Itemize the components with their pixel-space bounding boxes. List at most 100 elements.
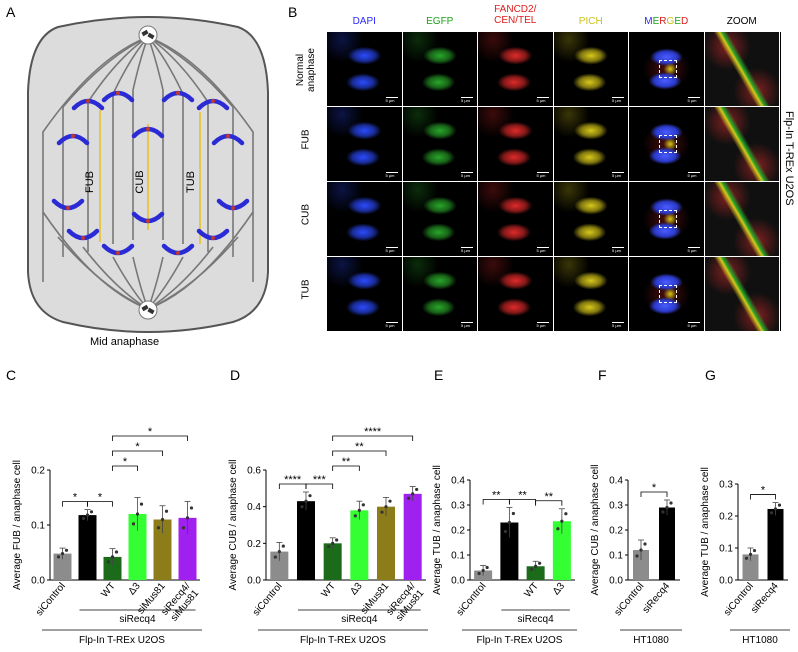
micrograph-1-4: 5 µm (629, 107, 704, 181)
bar-label: siControl (251, 581, 285, 618)
bar (526, 566, 545, 580)
data-point (538, 561, 542, 565)
bar (403, 493, 422, 580)
scale-bar-line (461, 97, 473, 98)
micrograph-2-5 (704, 182, 779, 256)
scale-bar: 5 µm (612, 97, 624, 103)
merged-letter: E (652, 16, 660, 27)
y-tick-label: 0.3 (451, 501, 465, 512)
scale-bar-line (612, 97, 624, 98)
scale-bar-line (536, 172, 549, 173)
significance-bracket (305, 483, 334, 489)
scale-bar-text: 5 µm (385, 173, 395, 178)
data-point (56, 555, 61, 559)
bar (500, 522, 519, 580)
significance-bracket (508, 499, 537, 505)
scale-bar: 5 µm (687, 247, 700, 253)
centrosome-top (138, 25, 158, 45)
bar-label: siControl (613, 581, 647, 618)
scale-bar: 5 µm (461, 172, 473, 178)
scale-bar: 5 µm (385, 172, 398, 178)
bar (323, 543, 342, 580)
micrograph-3-2: 5 µm (478, 257, 553, 331)
significance-bracket (640, 491, 668, 497)
micrograph-1-5 (704, 107, 779, 181)
bar (552, 521, 571, 580)
scale-bar: 5 µm (536, 247, 549, 253)
y-tick-label: 0.2 (609, 526, 623, 537)
column-header-3: PICH (578, 16, 603, 27)
y-tick-label: 0.2 (31, 466, 45, 477)
scale-bar-text: 5 µm (461, 248, 470, 253)
micrograph-1-0: 5 µm (327, 107, 402, 181)
scale-bar: 5 µm (461, 97, 473, 103)
scale-bar-line (687, 97, 700, 98)
data-point (388, 499, 392, 503)
y-tick-label: 0.4 (247, 502, 261, 513)
scale-bar-line (536, 97, 549, 98)
micrograph-1-1: 5 µm (402, 107, 477, 181)
scale-bar-text: 5 µm (687, 248, 697, 253)
micrograph-2-4: 5 µm (629, 182, 704, 256)
cell-line-side-label: Flp-In T-REx U2OS (783, 111, 795, 206)
micrograph-3-4: 5 µm (629, 257, 704, 331)
data-point (331, 541, 335, 545)
cell-line-label: Flp-In T-REx U2OS (477, 635, 563, 646)
bar (297, 501, 315, 580)
significance-stars: ** (492, 490, 501, 502)
group-label: siRecq4 (341, 614, 378, 625)
data-point (281, 544, 285, 548)
y-tick-label: 0.1 (719, 544, 733, 555)
scale-bar-text: 5 µm (461, 173, 470, 178)
data-point (131, 522, 136, 526)
bar-label: WT (320, 581, 338, 600)
cell-line-label: Flp-In T-REx U2OS (79, 635, 165, 646)
scale-bar-line (385, 97, 398, 98)
bar (350, 510, 369, 580)
micrograph-0-5 (704, 32, 779, 106)
micrograph-3-1: 5 µm (402, 257, 477, 331)
bar-label: siRecq4/siMus81 (159, 581, 201, 625)
y-tick-label: 0.4 (451, 476, 465, 487)
scale-bar-line (612, 247, 624, 248)
scale-bar-line (461, 247, 473, 248)
y-tick-label: 0.2 (451, 526, 465, 537)
merged-letter: E (674, 16, 681, 27)
significance-bracket (482, 499, 510, 505)
data-point (327, 545, 331, 549)
column-header-0: DAPI (352, 16, 376, 27)
scale-bar-text: 5 µm (612, 173, 621, 178)
data-point (85, 513, 90, 517)
data-point (89, 510, 94, 514)
bar-label: siMus81 (135, 581, 168, 617)
scale-bar-text: 5 µm (385, 323, 395, 328)
label-tub: TUB (185, 171, 197, 193)
scale-bar: 5 µm (612, 322, 624, 328)
data-point (81, 516, 86, 521)
bar (767, 508, 784, 580)
scale-bar-text: 5 µm (461, 98, 470, 103)
panel-letter-d: D (230, 367, 241, 383)
data-point (507, 520, 511, 525)
bar-label: siControl (722, 581, 756, 618)
data-point (384, 505, 388, 509)
data-point (308, 494, 312, 498)
scale-bar: 5 µm (687, 172, 700, 178)
scale-bar-line (687, 322, 700, 323)
scale-bar: 5 µm (461, 322, 473, 328)
merged-letter: D (680, 16, 689, 27)
label-cub: CUB (134, 170, 146, 193)
data-point (669, 501, 673, 505)
data-point (114, 550, 119, 554)
micrograph-3-5 (704, 257, 779, 331)
data-point (534, 564, 538, 568)
micrograph-2-2: 5 µm (478, 182, 553, 256)
significance-stars: * (135, 441, 140, 453)
diagram-caption: Mid anaphase (90, 336, 160, 348)
significance-bracket (332, 465, 360, 471)
data-point (380, 510, 384, 514)
scale-bar: 5 µm (385, 97, 398, 103)
data-point (503, 529, 507, 534)
data-point (110, 555, 115, 559)
